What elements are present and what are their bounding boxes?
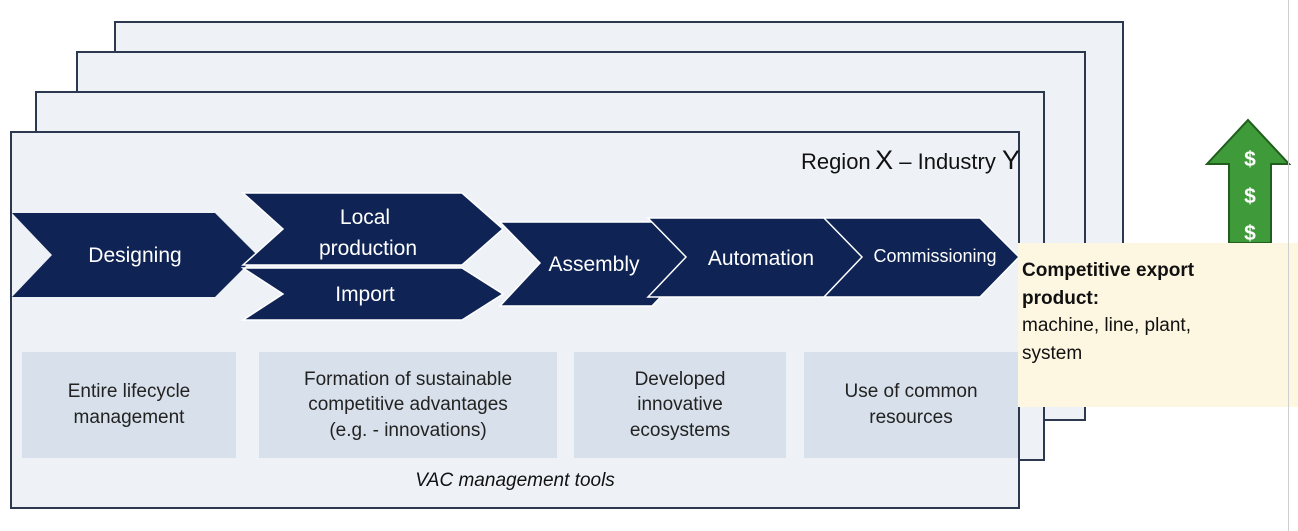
chevron-import: Import — [240, 267, 505, 321]
region-industry-title: Region X – Industry Y — [700, 145, 1020, 176]
chevron-commissioning: Commissioning — [822, 217, 1021, 298]
tool-advantages-line2: competitive advantages — [308, 394, 508, 416]
label-import: Import — [335, 283, 395, 306]
export-body-line1: machine, line, plant, — [1022, 315, 1191, 337]
label-production: production — [319, 237, 417, 260]
chevron-assembly: Assembly — [498, 221, 695, 307]
tool-innovative-ecosystems: Developed innovative ecosystems — [574, 352, 786, 458]
title-region: Region — [800, 149, 871, 174]
tool-competitive-advantages: Formation of sustainable competitive adv… — [259, 352, 557, 458]
dollar-sign-1: $ — [1244, 148, 1256, 171]
label-commissioning: Commissioning — [873, 246, 996, 266]
tool-lifecycle-line1: Entire lifecycle — [67, 381, 191, 403]
tool-ecosystems-line2: innovative — [637, 394, 723, 416]
title-y: Y — [1001, 145, 1020, 175]
tool-ecosystems-line1: Developed — [634, 368, 726, 390]
title-industry: – Industry — [893, 149, 1002, 174]
tool-resources-line1: Use of common — [844, 381, 978, 403]
export-heading-line1: Competitive export — [1022, 260, 1195, 281]
label-local: Local — [340, 206, 390, 229]
title-x: X — [875, 145, 894, 175]
export-body-line2: system — [1022, 342, 1083, 364]
label-automation: Automation — [708, 247, 814, 270]
tool-lifecycle-line2: management — [73, 407, 185, 428]
tool-advantages-line1: Formation of sustainable — [303, 368, 513, 390]
growth-arrow-icon: $ $ $ — [1204, 118, 1292, 245]
chevron-designing: Designing — [12, 213, 257, 297]
dollar-sign-3: $ — [1244, 222, 1256, 245]
label-designing: Designing — [88, 244, 181, 267]
vac-management-tools-caption: VAC management tools — [415, 470, 615, 491]
label-assembly: Assembly — [548, 253, 640, 276]
tool-advantages-line3: (e.g. - innovations) — [329, 419, 487, 441]
dollar-sign-2: $ — [1244, 185, 1256, 208]
tool-lifecycle-management: Entire lifecycle management — [22, 352, 236, 458]
tool-resources-line2: resources — [869, 407, 953, 428]
export-product-callout: Competitive export product: machine, lin… — [1018, 243, 1298, 407]
chevron-local-production: Local production — [241, 192, 505, 266]
page-divider — [1288, 0, 1289, 531]
tool-common-resources: Use of common resources — [804, 352, 1018, 458]
tool-ecosystems-line3: ecosystems — [629, 419, 731, 441]
export-heading-line2: product: — [1022, 287, 1100, 309]
